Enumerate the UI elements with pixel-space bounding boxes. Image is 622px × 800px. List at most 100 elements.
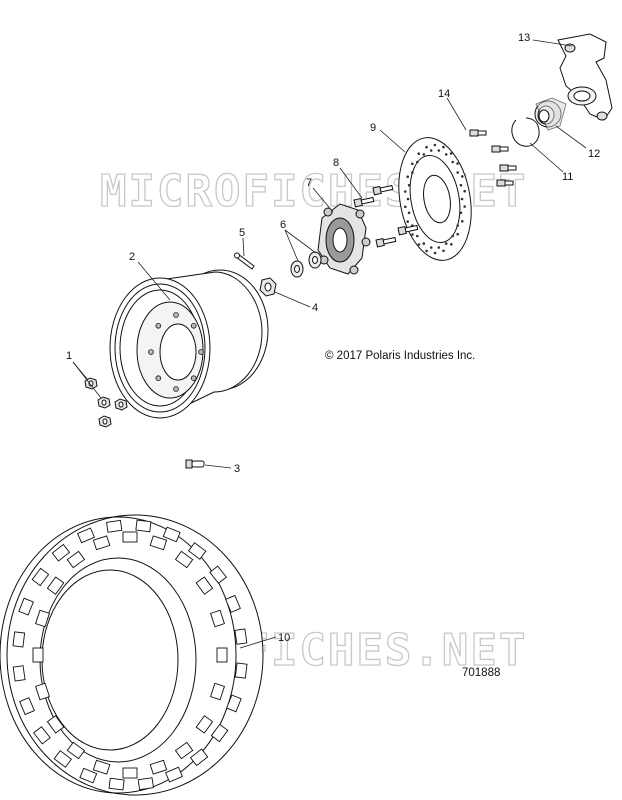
callout-3: 3 <box>234 463 240 475</box>
snap-ring <box>511 117 540 147</box>
disc-hole <box>442 145 445 149</box>
disc-hole <box>456 162 459 165</box>
disc-hole <box>444 153 448 156</box>
tire-tread-lug <box>53 750 73 768</box>
disc-hole <box>461 220 464 223</box>
tire-tread-lug <box>122 531 138 543</box>
tire-tread-lug <box>137 777 154 791</box>
disc-hole <box>429 149 433 152</box>
tire-tread-lug <box>66 550 86 569</box>
steering-knuckle <box>557 33 613 121</box>
rim-stud <box>148 349 154 355</box>
rim-stud <box>190 375 197 382</box>
disc-hole <box>459 183 463 187</box>
disc-hole <box>459 211 463 215</box>
hub-bolts <box>353 184 419 248</box>
tire-tread-lug <box>225 594 241 613</box>
tire-tread-lug <box>174 550 194 569</box>
tire-tread-lug <box>149 759 168 775</box>
disc-hole <box>406 197 410 201</box>
rim-stud <box>198 349 204 355</box>
tire-tread-lug <box>66 741 86 760</box>
rim-stud <box>173 386 179 392</box>
callout-2: 2 <box>129 251 135 263</box>
tire-tread-lug <box>77 527 95 544</box>
disc-hole <box>417 152 421 155</box>
callout-labels: 1 2 3 4 5 6 7 8 9 10 11 12 13 14 <box>66 32 600 644</box>
tire-tread-lug <box>174 741 194 760</box>
disc-hole <box>456 232 460 236</box>
tire-tread-lug <box>33 726 51 745</box>
tire-tread-lug <box>165 766 183 783</box>
wheel-bearing <box>534 97 567 131</box>
spindle-washers <box>290 251 322 278</box>
disc-hole <box>444 242 448 245</box>
callout-12: 12 <box>588 148 600 160</box>
disc-hole <box>411 171 414 174</box>
disc-hole <box>450 243 453 246</box>
callout-4: 4 <box>312 302 318 314</box>
tire-tread-lug <box>187 542 207 560</box>
callout-7: 7 <box>306 177 312 189</box>
disc-hole <box>456 224 460 227</box>
brake-disc <box>398 137 472 261</box>
disc-hole <box>417 243 421 246</box>
callout-5: 5 <box>239 227 245 239</box>
rim-stud <box>173 312 179 318</box>
tire-tread-lug <box>149 535 168 551</box>
disc-hole <box>404 205 407 209</box>
tire-tread-lug <box>189 748 209 767</box>
rim-stud <box>155 322 162 329</box>
tire-tread-lug <box>209 565 227 584</box>
tire-tread-lug <box>122 767 138 779</box>
tire-tread-lug <box>108 777 125 791</box>
disc-hole <box>437 149 441 152</box>
disc-hole <box>463 205 467 208</box>
rim-stud <box>190 322 197 329</box>
tire-tread-lug <box>226 694 242 713</box>
callout-13: 13 <box>518 32 530 44</box>
callout-8: 8 <box>333 157 339 169</box>
disc-hole <box>411 233 414 236</box>
disc-hole <box>433 143 437 147</box>
tire-tread-lug <box>46 576 65 595</box>
disc-hole <box>456 171 460 174</box>
tire-tread-lug <box>92 759 111 775</box>
disc-hole <box>442 249 445 253</box>
wheel-hub <box>317 203 371 275</box>
disc-hole <box>416 160 419 164</box>
tire-tread-lug <box>32 647 44 663</box>
tire-tread-lug <box>35 682 50 701</box>
tire-tread-lug <box>79 767 98 784</box>
disc-hole <box>437 246 441 249</box>
disc-hole <box>451 234 455 238</box>
tire-tread-lug <box>210 723 229 743</box>
castle-nut <box>259 277 277 297</box>
tire-tread-lug <box>195 715 214 734</box>
disc-hole <box>429 246 433 249</box>
disc-hole <box>433 251 437 255</box>
disc-hole <box>406 175 410 178</box>
disc-hole <box>406 220 410 223</box>
tire-tread-lug <box>51 543 71 562</box>
rim-stud <box>155 375 162 382</box>
drawing-number: 701888 <box>462 667 500 679</box>
callout-14: 14 <box>438 88 450 100</box>
caliper-bolts <box>469 129 517 187</box>
disc-hole <box>411 162 414 166</box>
tire-tread-lug <box>35 609 50 628</box>
tire-tread-lug <box>135 519 152 533</box>
disc-hole <box>425 249 428 253</box>
disc-hole <box>422 242 426 245</box>
disc-hole <box>461 175 464 178</box>
disc-hole <box>404 190 407 193</box>
disc-hole <box>451 160 455 164</box>
disc-hole <box>407 183 411 187</box>
disc-hole <box>422 153 426 156</box>
callout-9: 9 <box>370 122 376 134</box>
wheel-rim <box>109 269 269 419</box>
tire-tread-lug <box>46 715 65 734</box>
disc-hole <box>463 189 467 193</box>
tire-tread-lug <box>31 567 50 587</box>
